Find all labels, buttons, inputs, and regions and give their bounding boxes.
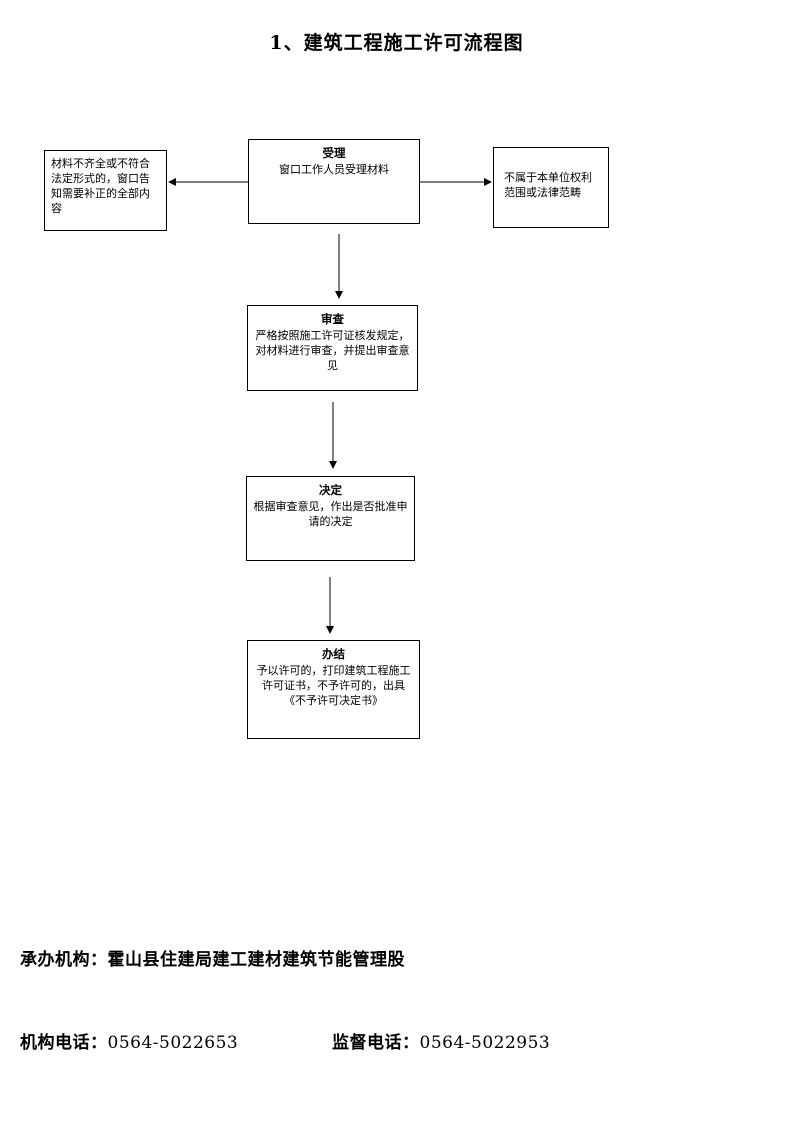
branch-incomplete-box: 材料不齐全或不符合法定形式的，窗口告知需要补正的全部内容: [44, 150, 167, 231]
step-decide-text: 根据审查意见，作出是否批准申请的决定: [253, 500, 408, 528]
phone-value: 0564-5022653: [107, 1033, 239, 1053]
org-value: 霍山县住建局建工建材建筑节能管理股: [107, 950, 405, 970]
footer-organization: 承办机构：霍山县住建局建工建材建筑节能管理股: [20, 945, 405, 970]
step-review-box: 审查 严格按照施工许可证核发规定，对材料进行审查，并提出审查意见: [247, 305, 418, 391]
step-close-text: 予以许可的，打印建筑工程施工许可证书，不予许可的，出具《不予许可决定书》: [256, 664, 411, 707]
footer-supervision-phone: 监督电话：0564-5022953: [332, 1028, 550, 1053]
step-decide-box: 决定 根据审查意见，作出是否批准申请的决定: [246, 476, 415, 561]
step-accept-text: 窗口工作人员受理材料: [279, 163, 389, 176]
supervision-value: 0564-5022953: [419, 1033, 551, 1053]
branch-out-of-scope-box: 不属于本单位权利范围或法律范畴: [493, 147, 609, 228]
step-accept-box: 受理 窗口工作人员受理材料: [248, 139, 420, 224]
step-decide-heading: 决定: [319, 483, 342, 497]
phone-label: 机构电话：: [20, 1033, 108, 1053]
page-title: 1、建筑工程施工许可流程图: [269, 32, 524, 54]
step-review-heading: 审查: [321, 312, 344, 326]
org-label: 承办机构：: [20, 950, 108, 970]
footer-office-phone: 机构电话：0564-5022653: [20, 1028, 238, 1053]
branch-out-of-scope-text: 不属于本单位权利范围或法律范畴: [504, 171, 592, 199]
step-close-box: 办结 予以许可的，打印建筑工程施工许可证书，不予许可的，出具《不予许可决定书》: [247, 640, 420, 739]
supervision-label: 监督电话：: [332, 1033, 420, 1053]
step-accept-heading: 受理: [322, 146, 346, 160]
step-review-text: 严格按照施工许可证核发规定，对材料进行审查，并提出审查意见: [255, 329, 410, 372]
step-close-heading: 办结: [322, 647, 345, 661]
branch-incomplete-text: 材料不齐全或不符合法定形式的，窗口告知需要补正的全部内容: [51, 157, 150, 215]
